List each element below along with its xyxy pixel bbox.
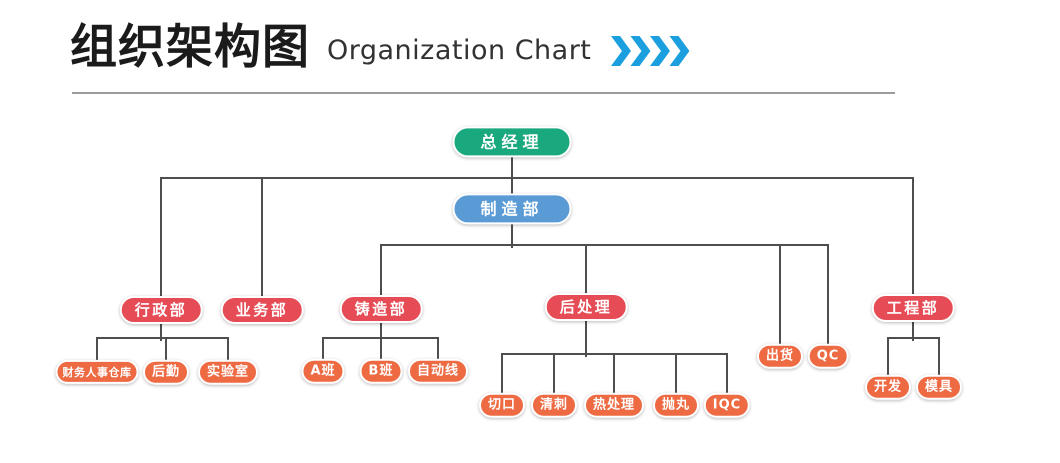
org-node-shiyanshi: 实验室 [197, 359, 259, 385]
connector-line [778, 243, 782, 348]
chevrons-right-icon [611, 36, 690, 66]
page-header: 组织架构图 Organization Chart [70, 16, 690, 78]
org-node-aban: A班 [301, 358, 345, 384]
page-title: 组织架构图 [70, 19, 310, 75]
connector-line [510, 220, 514, 249]
org-node-xingzhengbu: 行政部 [119, 296, 203, 324]
org-node-qiekou: 切口 [478, 392, 526, 418]
connector-line [379, 320, 383, 342]
org-node-zongjingli: 总经理 [452, 126, 572, 158]
connector-line [886, 336, 941, 340]
connector-line [584, 243, 588, 297]
connector-line [674, 352, 678, 396]
org-node-muju: 模具 [915, 374, 963, 400]
org-node-houqin: 后勤 [142, 359, 190, 385]
connector-line [725, 352, 729, 396]
org-node-zhizaobu: 制造部 [452, 193, 572, 225]
org-node-paowan: 抛丸 [652, 392, 700, 418]
connector-line [379, 336, 383, 362]
connector-line [95, 336, 99, 363]
connector-line [379, 243, 383, 299]
connector-line [911, 319, 915, 342]
connector-line [159, 321, 163, 342]
connector-line [321, 336, 325, 362]
connector-line [500, 352, 504, 396]
connector-line [260, 176, 264, 300]
org-node-gongchengbu: 工程部 [871, 294, 955, 322]
connector-line [159, 176, 163, 300]
org-node-chuhuo: 出货 [756, 343, 804, 369]
org-node-iqc: IQC [703, 392, 751, 418]
connector-line [826, 243, 830, 348]
connector-line [911, 176, 915, 298]
connector-line [226, 336, 230, 363]
org-node-rechuli: 热处理 [583, 392, 645, 418]
org-node-qc: QC [807, 343, 849, 369]
connector-line [612, 352, 616, 396]
org-node-kaifa: 开发 [864, 374, 912, 400]
connector-line [436, 336, 440, 362]
connector-line [510, 154, 514, 182]
connector-line [510, 176, 514, 198]
connector-line [552, 352, 556, 396]
connector-line [95, 336, 230, 340]
connector-line [584, 318, 588, 358]
org-node-houchuli: 后处理 [544, 293, 628, 321]
connector-line [937, 336, 941, 378]
connector-line [886, 336, 890, 378]
connector-line [379, 243, 830, 247]
connector-line [159, 176, 915, 180]
page-subtitle: Organization Chart [327, 34, 592, 66]
org-node-zhuzaobu: 铸造部 [339, 295, 423, 323]
org-node-caiwurenshicangku: 财务人事仓库 [55, 359, 139, 385]
org-node-bban: B班 [359, 358, 403, 384]
org-node-qingci: 清刺 [530, 392, 578, 418]
header-underline [72, 92, 895, 94]
org-node-yewubu: 业务部 [220, 296, 304, 324]
connector-line [164, 336, 168, 363]
org-node-zidongxian: 自动线 [407, 358, 469, 384]
